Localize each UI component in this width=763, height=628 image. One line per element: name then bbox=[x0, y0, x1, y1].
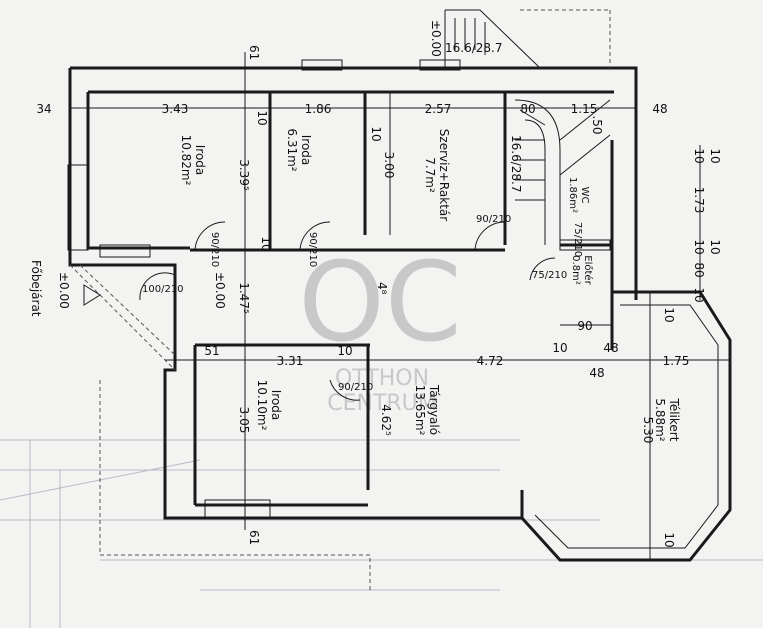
dim-10-tb: 10 bbox=[662, 532, 676, 547]
dim-305: 3.05 bbox=[237, 407, 251, 434]
room-iroda3-area: 10.10m² bbox=[255, 380, 269, 431]
doors bbox=[139, 221, 556, 401]
dim-343: 3.43 bbox=[162, 102, 189, 116]
dim-80: 80 bbox=[520, 102, 535, 116]
dim-10-t: 10 bbox=[662, 307, 676, 322]
room-telikert-area: 5.88m² bbox=[653, 398, 667, 441]
entrance-area bbox=[69, 264, 371, 590]
dim-10-f: 10 bbox=[552, 341, 567, 355]
dim-462: 4.62⁵ bbox=[379, 404, 393, 436]
room-eloter-area: 0.8m² bbox=[570, 255, 581, 285]
door-d7: 90/210 bbox=[338, 382, 373, 393]
dim-10-b: 10 bbox=[708, 148, 722, 163]
dim-339: 3.39⁵ bbox=[237, 159, 251, 191]
dim-10-h: 10 bbox=[259, 236, 273, 251]
stair-mid: 16.6/28.7 bbox=[509, 135, 523, 192]
room-labels: Iroda 10.82m² Iroda 6.31m² Szerviz+Raktá… bbox=[179, 128, 681, 441]
dim-80-r: 80 bbox=[692, 262, 706, 277]
dimension-lines bbox=[70, 52, 730, 560]
dim-472: 4.72 bbox=[477, 354, 504, 368]
level-mid: ±0.00 bbox=[213, 272, 227, 309]
level-left: ±0.00 bbox=[57, 272, 71, 309]
dim-61-bot: 61 bbox=[247, 530, 261, 545]
dim-34: 34 bbox=[36, 102, 51, 116]
dim-61-top: 61 bbox=[247, 45, 261, 60]
annotations: ±0.00 16.6/28.7 16.6/28.7 ±0.00 ±0.00 Fő… bbox=[29, 20, 523, 317]
staircase bbox=[444, 9, 611, 245]
dim-48a: 48 bbox=[652, 102, 667, 116]
room-szerviz-area: 7.7m² bbox=[423, 157, 437, 193]
dim-10-i: 10 bbox=[255, 110, 269, 125]
dim-51: 51 bbox=[204, 344, 219, 358]
dim-50: .50 bbox=[590, 115, 604, 134]
room-iroda1-area: 10.82m² bbox=[179, 135, 193, 186]
room-tarsalgo-name: Tárgyaló bbox=[427, 384, 441, 435]
room-iroda1-name: Iroda bbox=[193, 145, 207, 176]
dim-300: 3.00 bbox=[382, 152, 396, 179]
dim-48c: 48 bbox=[603, 341, 618, 355]
background-sketch bbox=[0, 439, 763, 628]
door-d2: 90/210 bbox=[307, 232, 318, 267]
door-d4: 75/210 bbox=[532, 270, 567, 281]
dim-10-10: 10 bbox=[692, 148, 706, 163]
r48-label: 4⁸ bbox=[375, 282, 389, 295]
dim-175: 1.75 bbox=[663, 354, 690, 368]
dim-10-c: 10 bbox=[692, 239, 706, 254]
level-top: ±0.00 bbox=[429, 20, 443, 57]
watermark-line1: OTTHON bbox=[335, 366, 429, 391]
dim-10-e: 10 bbox=[708, 239, 722, 254]
dim-147: 1.47⁵ bbox=[237, 282, 251, 314]
dimension-labels: 34 3.43 1.86 2.57 80 1.15 48 61 61 3.39⁵… bbox=[36, 45, 722, 548]
walls bbox=[67, 59, 732, 562]
room-wc-area: 1.86m² bbox=[567, 177, 578, 213]
door-labels: 90/210 90/210 90/210 75/210 75/210 100/2… bbox=[142, 214, 583, 393]
watermark-line2: CENTRUM bbox=[327, 391, 437, 416]
dim-10-10-b: 10 bbox=[369, 126, 383, 141]
door-d6: 100/210 bbox=[142, 284, 184, 295]
dim-530: 5.30 bbox=[641, 417, 655, 444]
room-telikert-name: Télikert bbox=[667, 398, 681, 442]
dim-10-m: 10 bbox=[337, 344, 352, 358]
dim-10-g: 10 bbox=[692, 287, 706, 302]
room-iroda3-name: Iroda bbox=[269, 390, 283, 421]
watermark-logo: OC bbox=[298, 238, 461, 366]
dim-173: 1.73 bbox=[692, 187, 706, 214]
room-szerviz-name: Szerviz+Raktár bbox=[437, 129, 451, 221]
dim-257: 2.57 bbox=[425, 102, 452, 116]
room-wc-name: WC bbox=[579, 187, 590, 204]
door-d5: 75/210 bbox=[572, 222, 583, 257]
dim-331: 3.31 bbox=[277, 354, 304, 368]
door-d1: 90/210 bbox=[209, 232, 220, 267]
door-d3: 90/210 bbox=[476, 214, 511, 225]
dim-115: 1.15 bbox=[571, 102, 598, 116]
dim-90: 90 bbox=[577, 319, 592, 333]
room-iroda2-name: Iroda bbox=[299, 135, 313, 166]
dim-48b: 48 bbox=[589, 366, 604, 380]
room-eloter-name: Előtér bbox=[582, 255, 594, 285]
room-tarsalgo-area: 13.65m² bbox=[413, 385, 427, 436]
stair-top: 16.6/28.7 bbox=[445, 41, 502, 55]
dim-186: 1.86 bbox=[305, 102, 332, 116]
entrance-label: Főbejárat bbox=[29, 260, 43, 317]
room-iroda2-area: 6.31m² bbox=[285, 128, 299, 171]
